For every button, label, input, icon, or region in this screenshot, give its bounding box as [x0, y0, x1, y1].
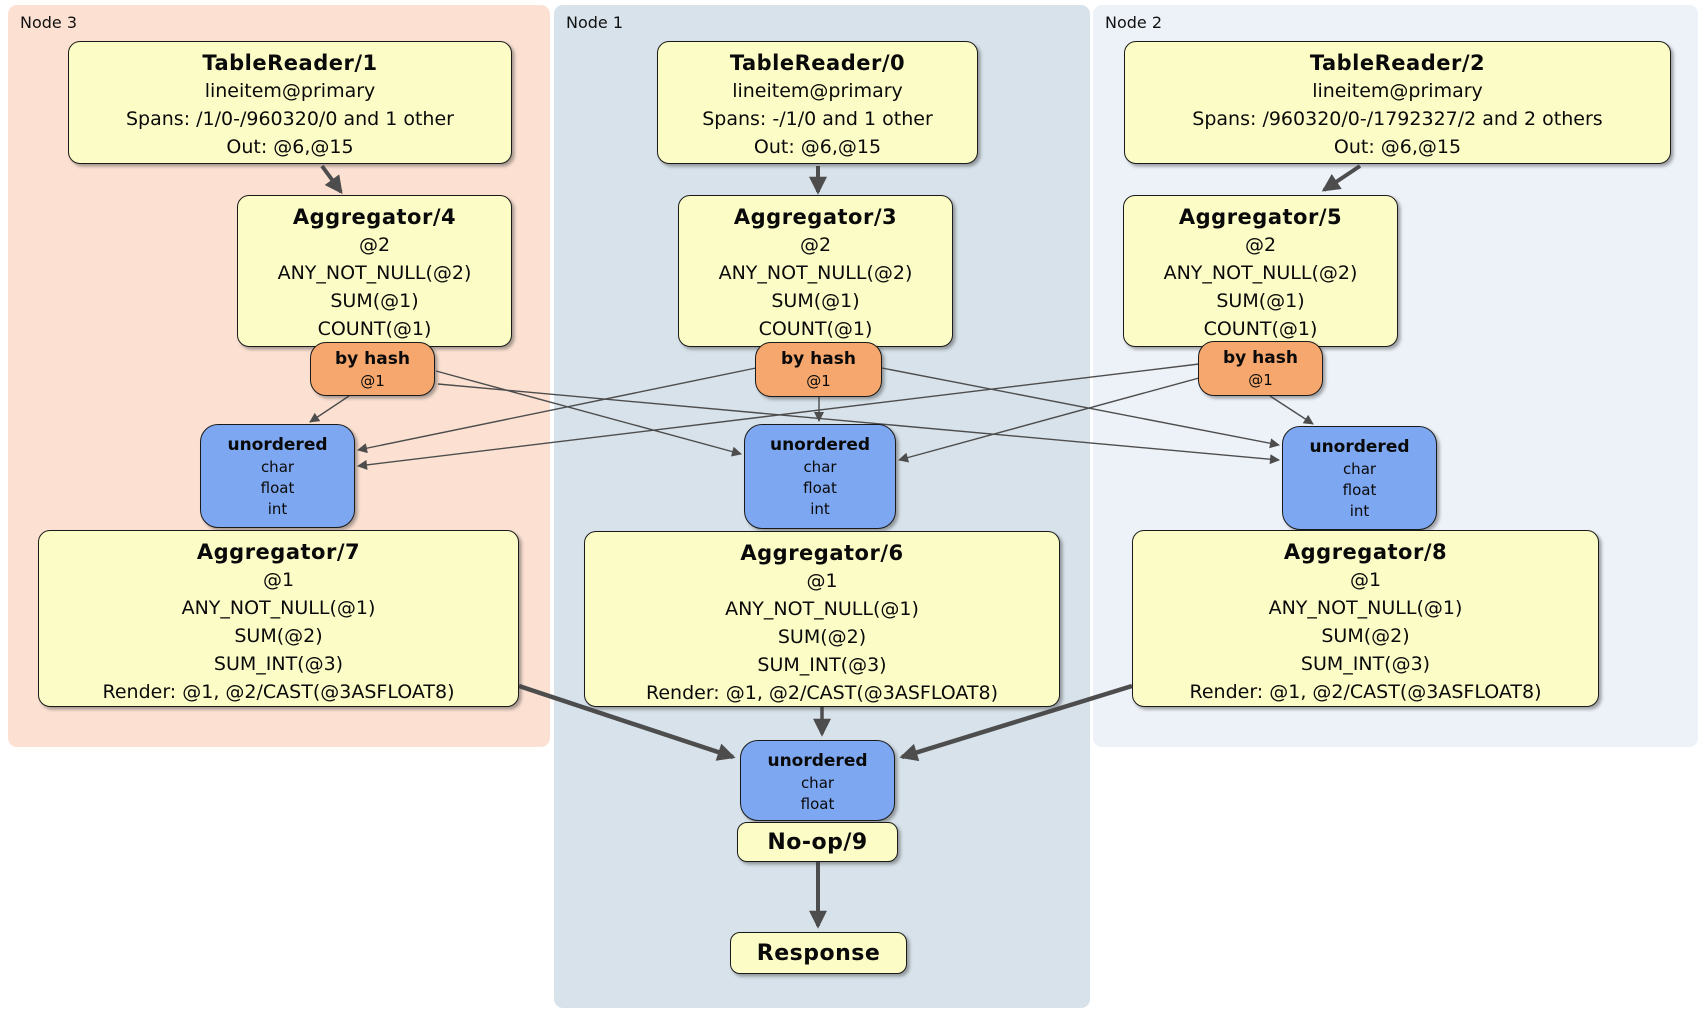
sync-col: int: [810, 500, 830, 518]
processor-tablereader-1: TableReader/1 lineitem@primary Spans: /1…: [68, 41, 512, 164]
processor-detail: SUM(@1): [771, 290, 860, 312]
router-by-hash-right: by hash @1: [1198, 341, 1323, 396]
processor-detail: lineitem@primary: [204, 80, 376, 102]
processor-aggregator-3: Aggregator/3 @2 ANY_NOT_NULL(@2) SUM(@1)…: [678, 195, 953, 347]
processor-detail: lineitem@primary: [732, 80, 903, 102]
sync-title: unordered: [767, 751, 868, 771]
sync-col: float: [260, 479, 295, 497]
processor-detail: Spans: /1/0-/960320/0 and 1 other: [126, 108, 454, 130]
sync-unordered-right: unordered char float int: [1282, 426, 1437, 530]
sync-col: float: [1342, 481, 1377, 499]
processor-detail: Spans: -/1/0 and 1 other: [702, 108, 933, 130]
processor-detail: SUM_INT(@3): [1300, 653, 1431, 675]
processor-detail: SUM_INT(@3): [757, 654, 887, 676]
processor-detail: ANY_NOT_NULL(@1): [1268, 597, 1463, 619]
panel-node3-label: Node 3: [20, 13, 78, 32]
processor-detail: @2: [799, 234, 832, 256]
sync-col: char: [800, 774, 835, 792]
processor-title: Response: [756, 940, 881, 966]
processor-aggregator-7: Aggregator/7 @1 ANY_NOT_NULL(@1) SUM(@2)…: [38, 530, 519, 707]
sync-col: char: [803, 458, 837, 476]
processor-detail: @2: [1244, 234, 1277, 256]
sync-col: float: [803, 479, 837, 497]
sync-title: unordered: [1309, 437, 1410, 457]
router-detail: @1: [1248, 371, 1273, 389]
processor-title: Aggregator/7: [196, 540, 361, 564]
sync-col: char: [260, 458, 295, 476]
processor-aggregator-4: Aggregator/4 @2 ANY_NOT_NULL(@2) SUM(@1)…: [237, 195, 512, 347]
processor-detail: SUM_INT(@3): [213, 653, 344, 675]
router-title: by hash: [1223, 348, 1298, 368]
sync-col: int: [1349, 502, 1370, 520]
processor-detail: Spans: /960320/0-/1792327/2 and 2 others: [1192, 108, 1603, 130]
panel-node1-label: Node 1: [566, 13, 624, 32]
processor-title: Aggregator/4: [292, 205, 457, 229]
processor-detail: Out: @6,@15: [226, 136, 354, 158]
processor-detail: ANY_NOT_NULL(@1): [181, 597, 376, 619]
router-detail: @1: [806, 372, 831, 390]
processor-detail: SUM(@1): [1216, 290, 1305, 312]
processor-detail: @2: [358, 234, 391, 256]
sync-title: unordered: [769, 435, 871, 455]
processor-detail: @1: [1349, 569, 1382, 591]
processor-noop-9: No-op/9: [737, 822, 898, 862]
processor-tablereader-2: TableReader/2 lineitem@primary Spans: /9…: [1124, 41, 1671, 164]
processor-detail: SUM(@2): [1321, 625, 1410, 647]
processor-detail: Out: @6,@15: [753, 136, 882, 158]
router-title: by hash: [781, 349, 856, 369]
processor-detail: ANY_NOT_NULL(@2): [1163, 262, 1358, 284]
panel-node2-label: Node 2: [1105, 13, 1163, 32]
processor-title: Aggregator/8: [1283, 540, 1448, 564]
processor-response: Response: [730, 932, 907, 974]
processor-detail: SUM(@2): [777, 626, 867, 648]
sync-col: float: [800, 795, 835, 813]
router-detail: @1: [360, 372, 385, 390]
processor-aggregator-8: Aggregator/8 @1 ANY_NOT_NULL(@1) SUM(@2)…: [1132, 530, 1599, 707]
router-by-hash-mid: by hash @1: [755, 342, 882, 397]
sync-unordered-mid: unordered char float int: [744, 424, 896, 529]
processor-title: TableReader/2: [1309, 51, 1486, 75]
processor-detail: SUM(@1): [330, 290, 419, 312]
processor-title: Aggregator/6: [740, 541, 904, 565]
processor-detail: @1: [806, 570, 838, 592]
processor-detail: @1: [262, 569, 295, 591]
sync-title: unordered: [227, 435, 328, 455]
sync-col: char: [1342, 460, 1377, 478]
processor-detail: Render: @1, @2/CAST(@3ASFLOAT8): [102, 681, 455, 703]
processor-title: No-op/9: [767, 829, 868, 855]
processor-title: TableReader/1: [202, 51, 378, 75]
processor-detail: Out: @6,@15: [1333, 136, 1462, 158]
processor-detail: SUM(@2): [234, 625, 323, 647]
processor-detail: COUNT(@1): [758, 318, 873, 340]
sync-unordered-final: unordered char float: [740, 740, 895, 821]
processor-detail: Render: @1, @2/CAST(@3ASFLOAT8): [646, 682, 998, 704]
processor-detail: COUNT(@1): [317, 318, 432, 340]
processor-detail: ANY_NOT_NULL(@2): [718, 262, 913, 284]
processor-detail: ANY_NOT_NULL(@1): [725, 598, 919, 620]
processor-detail: Render: @1, @2/CAST(@3ASFLOAT8): [1189, 681, 1542, 703]
processor-title: Aggregator/5: [1178, 205, 1343, 229]
processor-title: Aggregator/3: [733, 205, 898, 229]
processor-aggregator-6: Aggregator/6 @1 ANY_NOT_NULL(@1) SUM(@2)…: [584, 531, 1060, 707]
router-title: by hash: [335, 349, 410, 369]
router-by-hash-left: by hash @1: [310, 342, 435, 396]
processor-title: TableReader/0: [729, 51, 906, 75]
processor-aggregator-5: Aggregator/5 @2 ANY_NOT_NULL(@2) SUM(@1)…: [1123, 195, 1398, 347]
processor-detail: lineitem@primary: [1312, 80, 1483, 102]
processor-detail: ANY_NOT_NULL(@2): [277, 262, 472, 284]
sync-unordered-left: unordered char float int: [200, 424, 355, 528]
processor-detail: COUNT(@1): [1203, 318, 1318, 340]
sync-col: int: [267, 500, 288, 518]
processor-tablereader-0: TableReader/0 lineitem@primary Spans: -/…: [657, 41, 978, 164]
